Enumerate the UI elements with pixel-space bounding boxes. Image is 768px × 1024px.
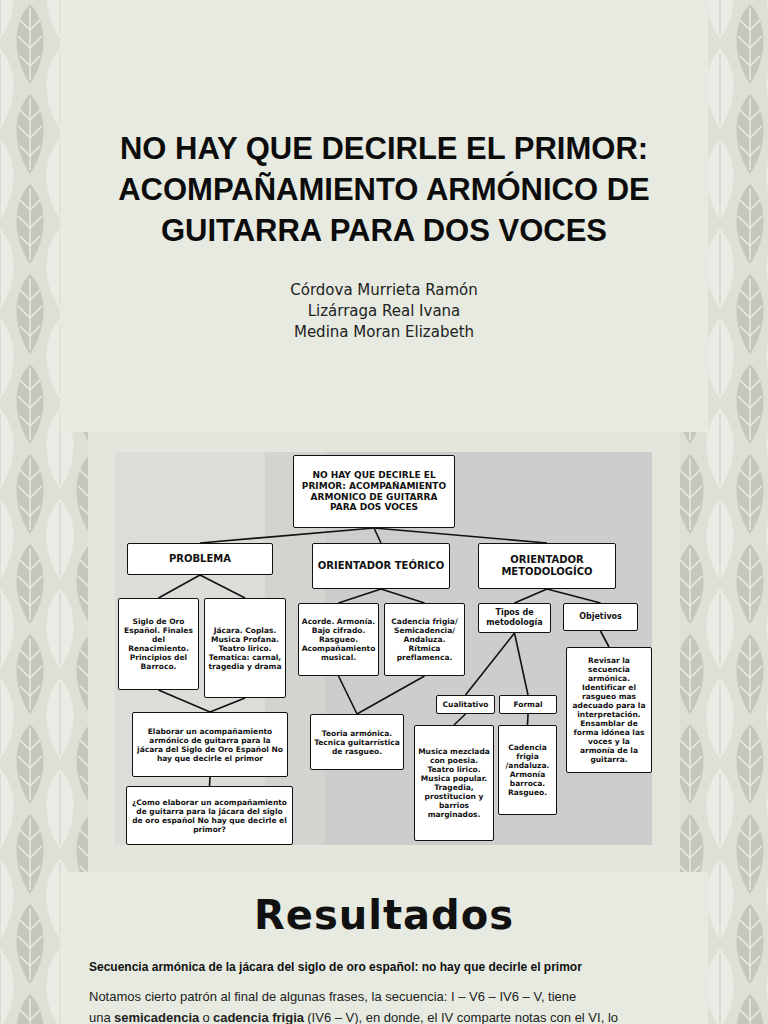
connector-line — [374, 528, 547, 543]
box-text: Objetivos — [576, 610, 625, 624]
concept-box: Musica mezclada con poesia. Teatro liric… — [414, 725, 494, 841]
concept-box: Jácara. Coplas. Musica Profana. Teatro l… — [204, 598, 286, 698]
concept-box: Revisar la secuencia armónica. Identific… — [566, 647, 652, 773]
connector-line — [339, 676, 358, 714]
box-text: Cualitativo — [440, 698, 492, 711]
connector-line — [454, 714, 466, 725]
connector-line — [200, 575, 245, 598]
connector-line — [547, 589, 601, 603]
concept-map: NO HAY QUE DECIRLE EL PRIMOR: ACOMPAÑAMI… — [115, 452, 652, 845]
paragraph-text: semicadencia — [114, 1010, 199, 1024]
box-text: Cadencia frigia /andaluza. Armonía barro… — [499, 741, 556, 799]
concept-box: ¿Como elaborar un acompañamiento de guit… — [126, 786, 293, 845]
box-text: Cadencia frigia/ Semicadencia/ Andaluza.… — [385, 615, 464, 664]
paragraph-text: o — [202, 1010, 209, 1024]
body-paragraph: Notamos cierto patrón al final de alguna… — [89, 986, 689, 1024]
author-name: Córdova Murrieta Ramón — [184, 281, 584, 299]
box-text: ORIENTADOR METODOLOGÍCO — [479, 552, 615, 580]
concept-box: NO HAY QUE DECIRLE EL PRIMOR: ACOMPAÑAMI… — [293, 455, 455, 528]
box-text: Teoria armónica. Tecnica guitarrística d… — [311, 727, 403, 758]
connector-line — [159, 690, 211, 712]
concept-box: Formal — [499, 695, 557, 714]
author-name: Lizárraga Real Ivana — [184, 302, 584, 320]
connector-line — [381, 589, 425, 603]
concept-box: PROBLEMA — [127, 543, 273, 575]
paragraph-text: cadencia frigia — [213, 1010, 304, 1024]
connector-line — [357, 676, 425, 714]
box-text: Revisar la secuencia armónica. Identific… — [567, 654, 651, 766]
box-text: ¿Como elaborar un acompañamiento de guit… — [127, 796, 292, 836]
concept-box: Objetivos — [563, 603, 638, 631]
box-text: NO HAY QUE DECIRLE EL PRIMOR: ACOMPAÑAMI… — [294, 468, 454, 515]
connector-line — [200, 528, 374, 543]
box-text: ORIENTADOR TEÓRICO — [315, 558, 447, 574]
box-text: Elaborar un acompañamiento armónico de g… — [133, 725, 287, 765]
connector-line — [374, 528, 381, 543]
connector-line — [159, 575, 201, 598]
connector-line — [527, 714, 529, 725]
box-text: PROBLEMA — [166, 551, 234, 567]
concept-box: ORIENTADOR METODOLOGÍCO — [478, 543, 616, 589]
box-text: Formal — [510, 698, 545, 711]
concept-box: Siglo de Oro Español. Finales del Renaci… — [118, 598, 199, 690]
concept-box: Elaborar un acompañamiento armónico de g… — [132, 712, 288, 777]
concept-box: Acorde. Armonía. Bajo cifrado. Rasgueo. … — [298, 603, 379, 676]
concept-box: Cualitativo — [436, 695, 495, 714]
connector-line — [601, 631, 610, 647]
box-text: Jácara. Coplas. Musica Profana. Teatro l… — [205, 624, 285, 673]
section-heading: Resultados — [84, 892, 684, 938]
concept-box: Teoria armónica. Tecnica guitarrística d… — [310, 714, 404, 770]
concept-box: Cadencia frigia /andaluza. Armonía barro… — [498, 725, 557, 815]
connector-line — [339, 589, 382, 603]
box-text: Musica mezclada con poesia. Teatro liric… — [415, 745, 493, 821]
author-name: Medina Moran Elizabeth — [184, 323, 584, 341]
connector-line — [515, 589, 548, 603]
concept-box: Cadencia frigia/ Semicadencia/ Andaluza.… — [384, 603, 465, 676]
connector-line — [210, 698, 245, 712]
concept-box: Tipos de metodología — [478, 603, 551, 633]
box-text: Acorde. Armonía. Bajo cifrado. Rasgueo. … — [299, 615, 379, 664]
connector-line — [515, 633, 529, 695]
connector-line — [209, 777, 211, 786]
concept-box: ORIENTADOR TEÓRICO — [312, 543, 450, 589]
box-text: Tipos de metodología — [479, 606, 550, 629]
page-title: NO HAY QUE DECIRLE EL PRIMOR: ACOMPAÑAMI… — [84, 128, 684, 251]
box-text: Siglo de Oro Español. Finales del Renaci… — [119, 615, 198, 673]
paragraph-text: (IV6 – V), en donde, el IV comparte nota… — [307, 1010, 618, 1024]
subheading: Secuencia armónica de la jácara del sigl… — [89, 960, 689, 974]
connector-line — [466, 633, 515, 695]
